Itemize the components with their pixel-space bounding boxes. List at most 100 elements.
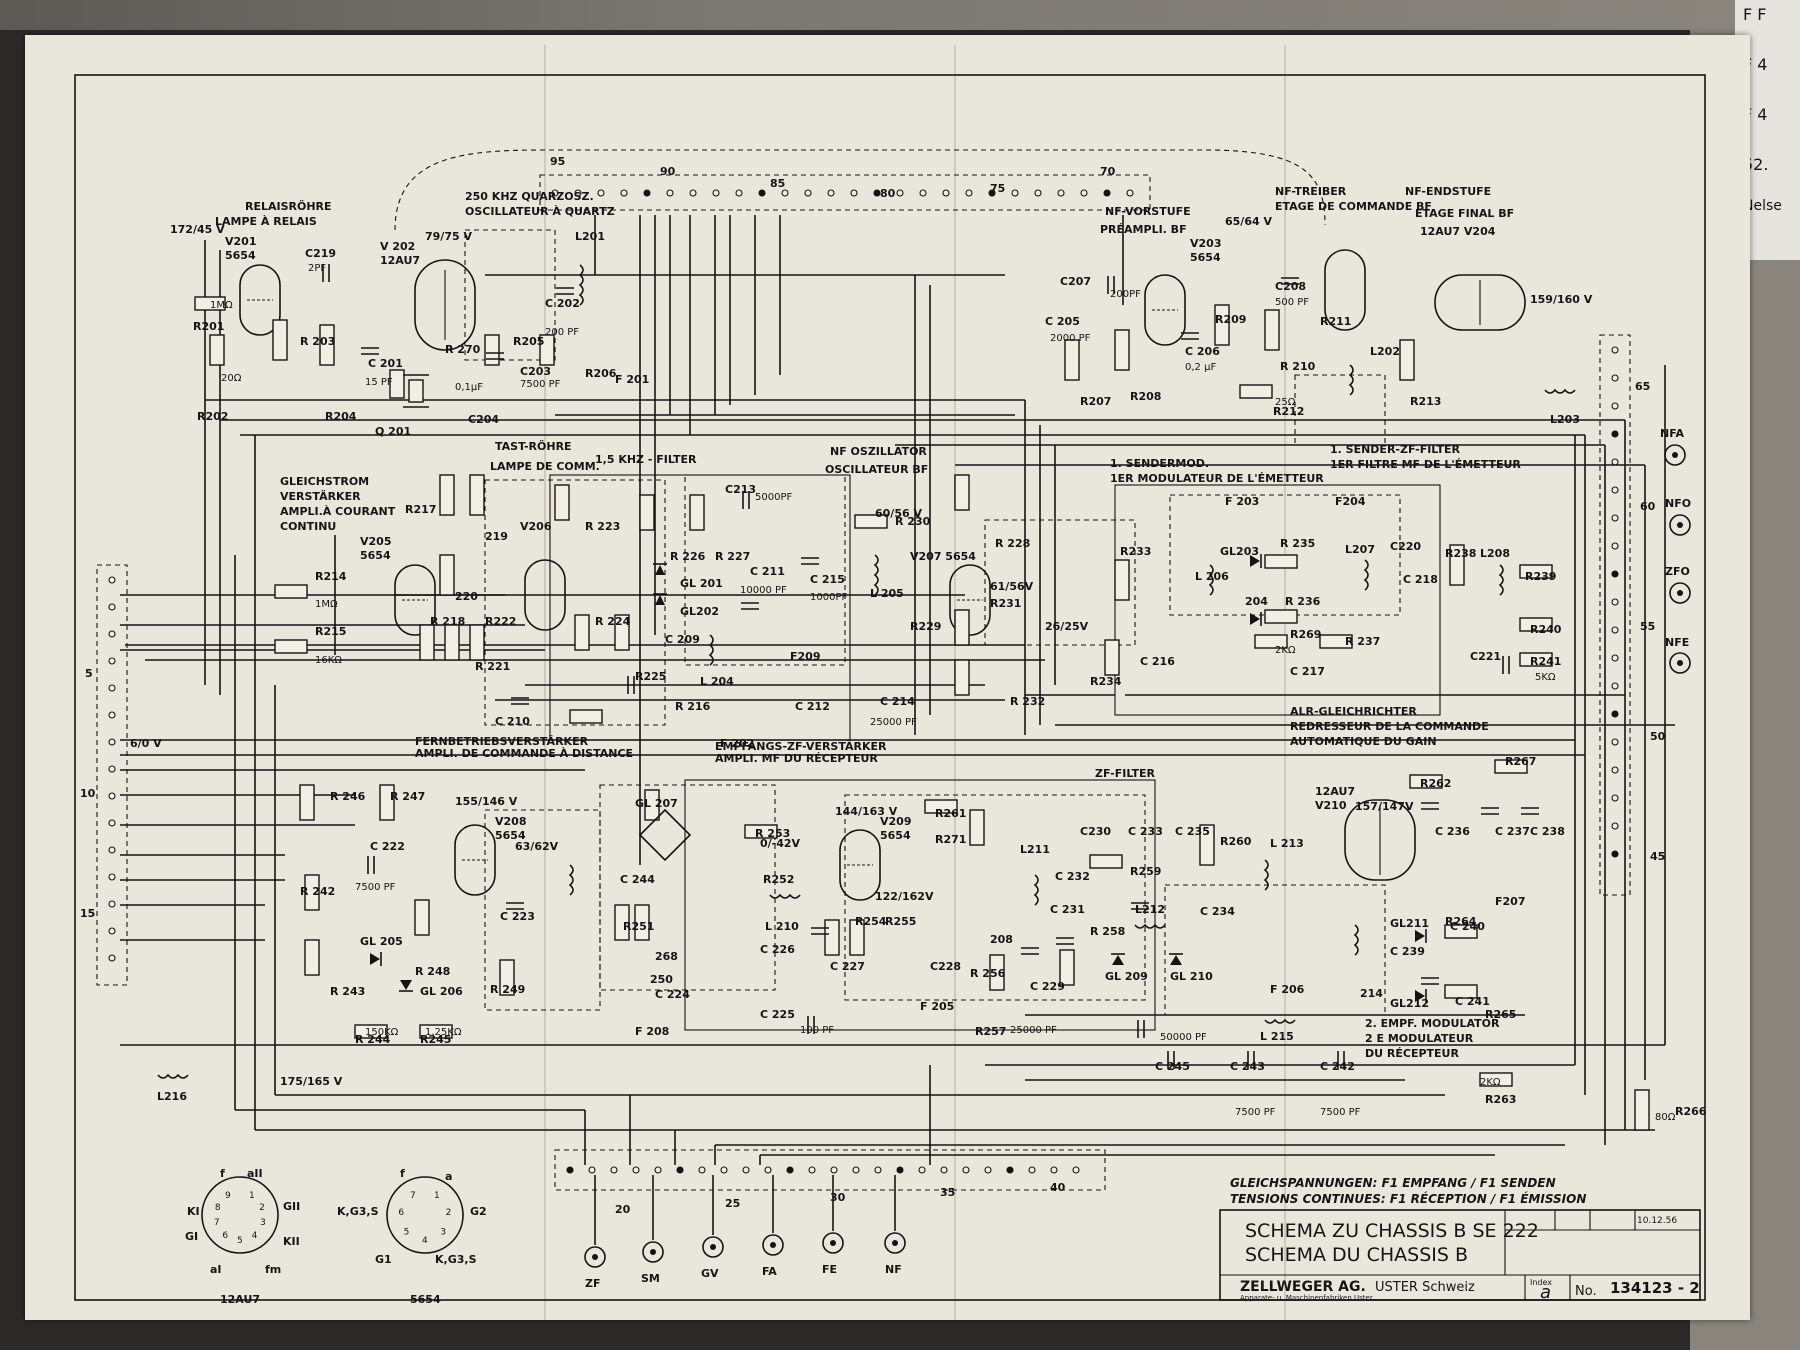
top-pin-85: 85 <box>770 177 785 190</box>
val-25000pf: 25000 PF <box>870 717 917 728</box>
jack-nfa: NFA <box>1660 427 1686 466</box>
pin-number: 1 <box>249 1191 255 1201</box>
ref-r217: R217 <box>405 503 436 516</box>
pin-number: 3 <box>260 1218 266 1228</box>
resistor <box>569 709 603 724</box>
svg-text:a: a <box>445 1170 452 1183</box>
label-nf-endstufe: NF-ENDSTUFE <box>1405 185 1491 198</box>
resistor <box>419 624 435 661</box>
ref-r202: R202 <box>197 410 228 423</box>
ref-r218: R 218 <box>430 615 465 628</box>
ref-r247: R 247 <box>390 790 425 803</box>
ref-gl202: GL202 <box>680 605 719 618</box>
ref-r243: R 243 <box>330 985 365 998</box>
bottom-pin-40: 40 <box>1050 1181 1066 1194</box>
val-7500pf-d: 7500 PF <box>1320 1107 1361 1118</box>
top-pin-dot <box>1011 189 1019 197</box>
ref-r227: R 227 <box>715 550 750 563</box>
right-connector-strip <box>1599 334 1631 896</box>
jack-fa: FA <box>762 1175 784 1278</box>
jack-fe: FE <box>822 1175 844 1276</box>
val-02uf: 0,2 µF <box>1185 362 1216 373</box>
ref-r248: R 248 <box>415 965 450 978</box>
ref-c216: C 216 <box>1140 655 1175 668</box>
right-pin-dot <box>1611 766 1619 774</box>
label-zf-filter1: 1. SENDER-ZF-FILTER <box>1330 443 1461 456</box>
ref-r216: R 216 <box>675 700 711 713</box>
ref-r226: R 226 <box>670 550 706 563</box>
ref-c237: C 237 <box>1495 825 1530 838</box>
ref-l201: L201 <box>575 230 605 243</box>
jack-gv: GV <box>701 1175 724 1280</box>
capacitor-layer <box>322 264 1539 1069</box>
label-nf-treiber: NF-TREIBER <box>1275 185 1347 198</box>
ref-gl207: GL 207 <box>635 797 678 810</box>
left-pin-dot <box>108 711 116 719</box>
left-pin-dot <box>108 603 116 611</box>
val-100pf: 100 PF <box>800 1025 834 1036</box>
val-7500pf: 7500 PF <box>520 379 561 390</box>
val-7500pf-c: 7500 PF <box>1235 1107 1276 1118</box>
ref-gl212: GL212 <box>1390 997 1429 1010</box>
filter-box-f205 <box>599 784 776 991</box>
val-20: 20Ω <box>221 373 242 384</box>
ref-r208: R208 <box>1130 390 1161 403</box>
label-verstaerker: VERSTÄRKER <box>280 489 361 503</box>
label-preampli: PRÉAMPLI. BF <box>1100 223 1187 236</box>
resistor <box>1199 824 1215 866</box>
svg-text:GI: GI <box>185 1230 198 1243</box>
diode-gl203 <box>1250 554 1262 568</box>
label-alr-fr2: AUTOMATIQUE DU GAIN <box>1290 735 1437 748</box>
ref-c235: C 235 <box>1175 825 1210 838</box>
label-v207: V207 5654 <box>910 550 976 563</box>
left-pin-dot <box>108 954 116 962</box>
ref-r230: R 230 <box>895 515 931 528</box>
label-empfang-zf-fr: AMPLI. MF DU RÉCEPTEUR <box>715 752 878 765</box>
right-pin-dot <box>1611 822 1619 830</box>
side-note-line5: Nelse <box>1743 198 1782 214</box>
jack-zfo: ZFO <box>1665 565 1691 604</box>
resistor <box>274 584 308 599</box>
val-200pf: 200 PF <box>545 327 579 338</box>
bottom-pin-25: 25 <box>725 1197 740 1210</box>
resistor <box>414 899 430 936</box>
number-label: No. <box>1575 1284 1597 1299</box>
ref-r234: R234 <box>1090 675 1122 688</box>
section-box-empfang <box>684 779 1156 1031</box>
label-sendermod: 1. SENDERMOD. <box>1110 457 1209 470</box>
bottom-pin-dot <box>808 1166 816 1174</box>
ref-r213: R213 <box>1410 395 1441 408</box>
val-50000pf: 50000 PF <box>1160 1032 1207 1043</box>
resistor-layer <box>194 296 1650 1131</box>
volt-155: 155/146 V <box>455 795 518 808</box>
resistor <box>499 959 515 996</box>
top-pin-dot <box>574 189 582 197</box>
val-1m: 1MΩ <box>210 300 233 311</box>
ref-gl208: 208 <box>990 933 1013 946</box>
label-v202: V 202 <box>380 240 415 253</box>
diode-gl201 <box>653 563 667 575</box>
ref-r233: R233 <box>1120 545 1151 558</box>
label-sendermod-fr: 1ER MODULATEUR DE L'ÉMETTEUR <box>1110 472 1324 485</box>
resistor <box>1634 1089 1650 1131</box>
label-empf-mod: 2. EMPF. MODULATOR <box>1365 1017 1500 1030</box>
ref-r250: 250 <box>650 973 673 986</box>
right-pin-dot <box>1611 542 1619 550</box>
right-pin-dot <box>1611 570 1619 578</box>
pinout-12au7-label: 12AU7 <box>220 1293 260 1306</box>
ref-r253: R 253 <box>755 827 790 840</box>
label-v208-type: 5654 <box>495 829 526 842</box>
ref-c211: C 211 <box>750 565 785 578</box>
filter-box-f202 <box>484 479 666 726</box>
ref-c210: C 210 <box>495 715 530 728</box>
top-pin-dot <box>896 189 904 197</box>
title-de: SCHEMA ZU CHASSIS B SE 222 <box>1245 1220 1539 1242</box>
label-quartz-fr: OSCILLATEUR À QUARTZ <box>465 205 615 218</box>
jack-nfe: NFE <box>1665 636 1691 674</box>
ref-c241: C 241 <box>1455 995 1490 1008</box>
left-pin-15: 15 <box>80 907 95 920</box>
resistor <box>1214 304 1230 346</box>
resistor <box>469 624 485 661</box>
left-connector-strip <box>96 564 128 986</box>
resistor <box>444 624 460 661</box>
